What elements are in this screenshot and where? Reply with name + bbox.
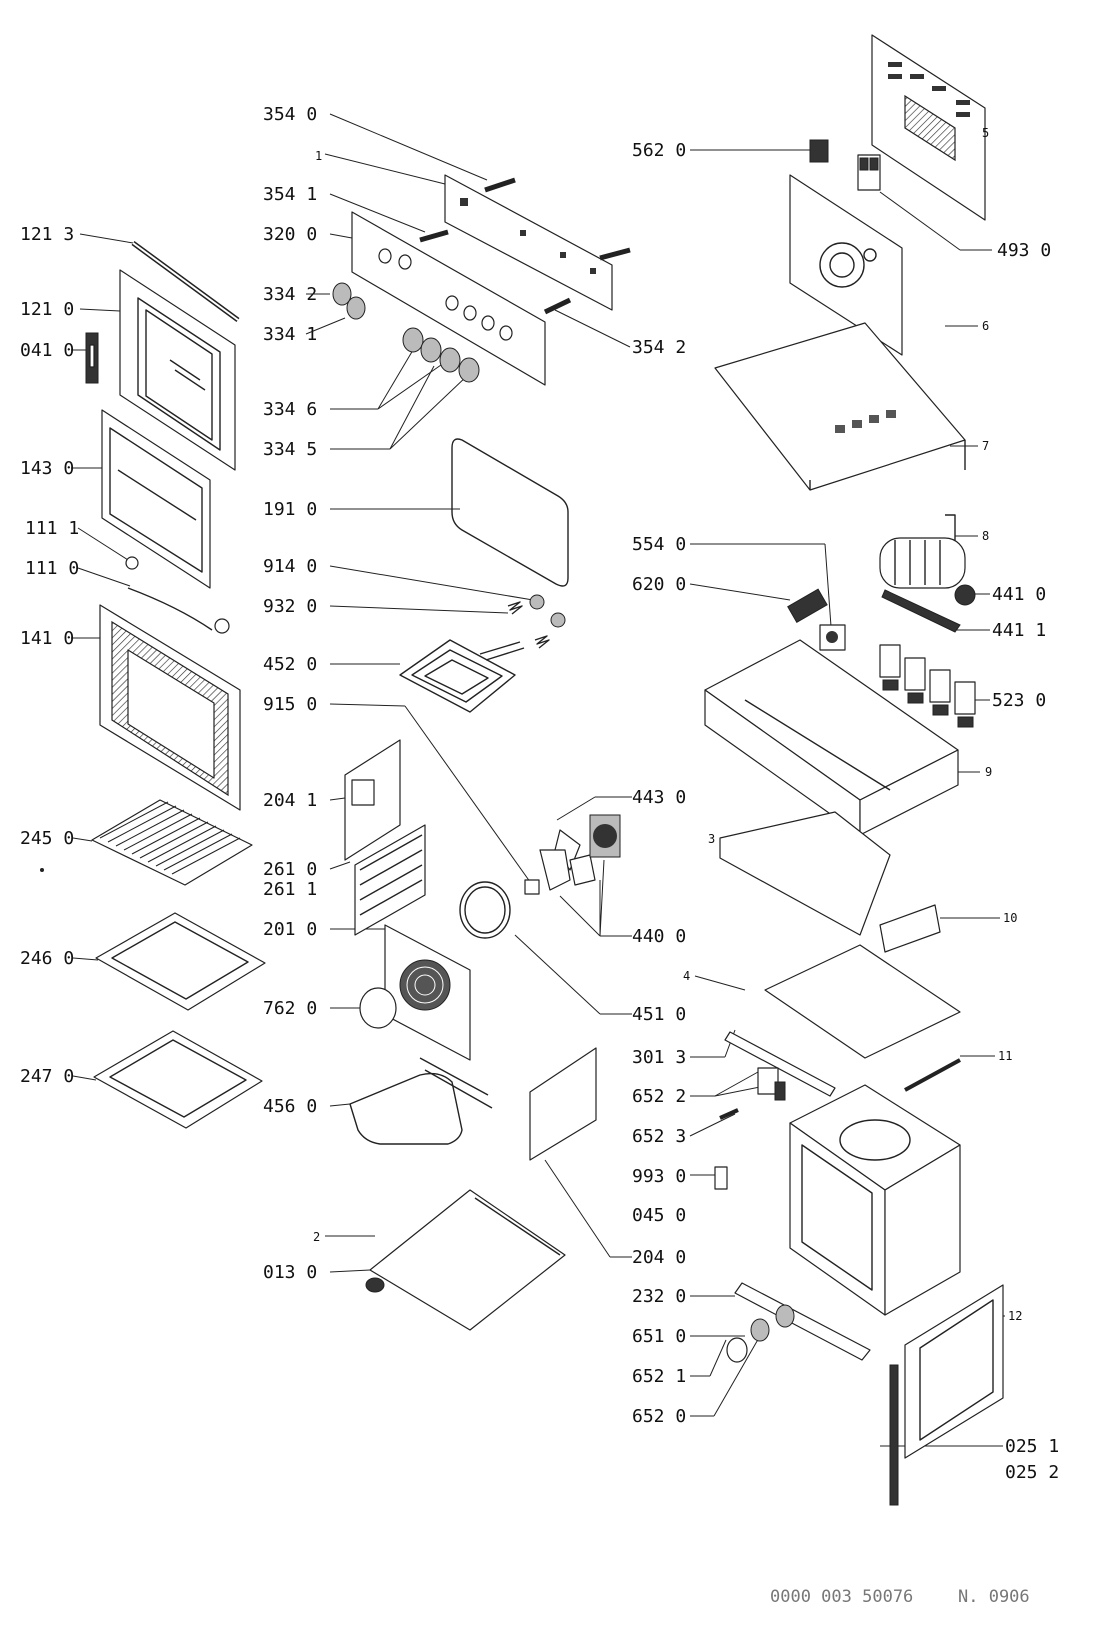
label-204-0: 204 0 [632,1247,686,1268]
label-452-0: 452 0 [263,654,317,675]
label-041-0: 041 0 [20,340,74,361]
label-354-1: 354 1 [263,184,317,205]
label-652-2: 652 2 [632,1086,686,1107]
label-320-0: 320 0 [263,224,317,245]
label-3: 3 [708,832,715,846]
oven-cavity-parts [344,438,621,1331]
rear-housing-parts [704,34,1004,1506]
label-245-0: 245 0 [20,828,74,849]
label-932-0: 932 0 [263,596,317,617]
label-652-1: 652 1 [632,1366,686,1387]
footer-code: 0000 003 50076 [770,1587,913,1607]
label-143-0: 143 0 [20,458,74,479]
label-915-0: 915 0 [263,694,317,715]
label-301-3: 301 3 [632,1047,686,1068]
label-025-2: 025 2 [1005,1462,1059,1483]
label-5: 5 [982,126,989,140]
label-562-0: 562 0 [632,140,686,161]
label-1: 1 [315,149,322,163]
label-652-0: 652 0 [632,1406,686,1427]
control-panel-parts [332,174,631,386]
door-parts [40,240,266,1129]
label-045-0: 045 0 [632,1205,686,1226]
label-451-0: 451 0 [632,1004,686,1025]
label-441-0: 441 0 [992,584,1046,605]
label-334-6: 334 6 [263,399,317,420]
label-334-1: 334 1 [263,324,317,345]
label-111-1: 111 1 [25,518,79,539]
label-334-5: 334 5 [263,439,317,460]
label-8: 8 [982,529,989,543]
label-493-0: 493 0 [997,240,1051,261]
label-013-0: 013 0 [263,1262,317,1283]
part-labels: 354 0 1 354 1 320 0 334 2 334 1 354 2 33… [20,104,1059,1483]
label-111-0: 111 0 [25,558,79,579]
leader-lines [71,113,1005,1447]
label-261-0: 261 0 [263,859,317,880]
label-11: 11 [998,1049,1012,1063]
label-247-0: 247 0 [20,1066,74,1087]
label-456-0: 456 0 [263,1096,317,1117]
label-191-0: 191 0 [263,499,317,520]
label-7: 7 [982,439,989,453]
label-261-1: 261 1 [263,879,317,900]
label-523-0: 523 0 [992,690,1046,711]
label-121-3: 121 3 [20,224,74,245]
label-762-0: 762 0 [263,998,317,1019]
label-6: 6 [982,319,989,333]
label-12: 12 [1008,1309,1022,1323]
label-354-2: 354 2 [632,337,686,358]
label-9: 9 [985,765,992,779]
label-441-1: 441 1 [992,620,1046,641]
label-10: 10 [1003,911,1017,925]
label-2: 2 [313,1230,320,1244]
footer: 0000 003 50076 N. 0906 [770,1587,1030,1607]
label-4: 4 [683,969,690,983]
label-201-0: 201 0 [263,919,317,940]
label-141-0: 141 0 [20,628,74,649]
label-246-0: 246 0 [20,948,74,969]
label-440-0: 440 0 [632,926,686,947]
label-652-3: 652 3 [632,1126,686,1147]
label-354-0: 354 0 [263,104,317,125]
label-232-0: 232 0 [632,1286,686,1307]
label-554-0: 554 0 [632,534,686,555]
label-443-0: 443 0 [632,787,686,808]
label-651-0: 651 0 [632,1326,686,1347]
label-620-0: 620 0 [632,574,686,595]
footer-number: N. 0906 [958,1587,1030,1607]
label-025-1: 025 1 [1005,1436,1059,1457]
label-121-0: 121 0 [20,299,74,320]
label-334-2: 334 2 [263,284,317,305]
label-993-0: 993 0 [632,1166,686,1187]
label-914-0: 914 0 [263,556,317,577]
label-204-1: 204 1 [263,790,317,811]
